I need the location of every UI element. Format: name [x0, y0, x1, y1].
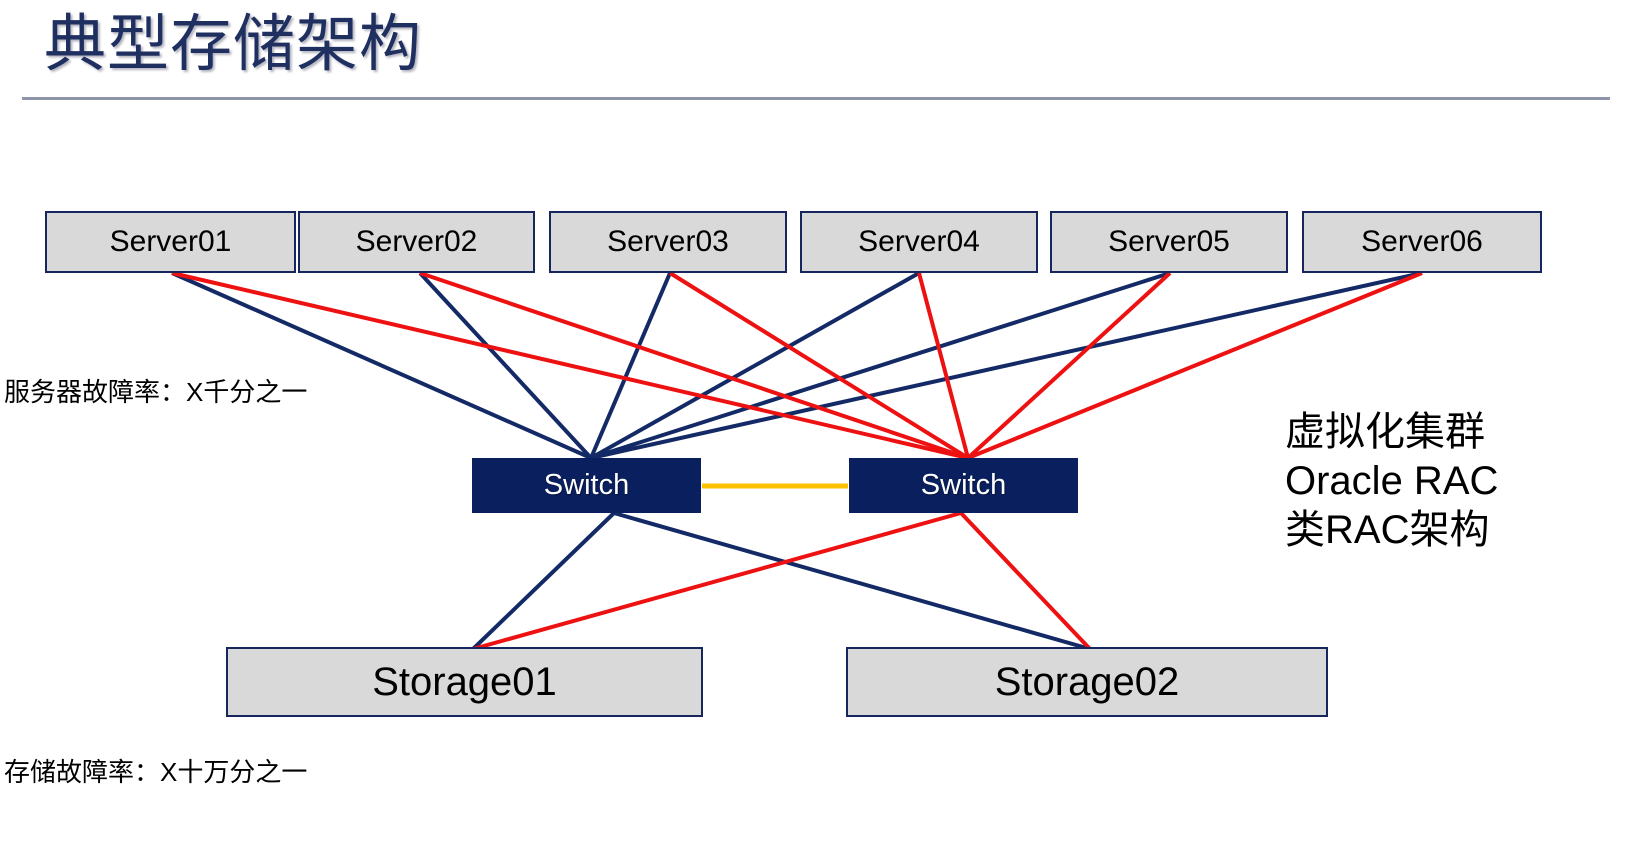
server-box-1[interactable]: Server01 — [45, 211, 296, 273]
server-box-2-label: Server02 — [355, 225, 478, 258]
server-box-2[interactable]: Server02 — [298, 211, 535, 273]
link-server3-switch2 — [668, 271, 970, 460]
switch-box-2[interactable]: Switch — [849, 458, 1078, 513]
link-server4-switch1 — [590, 271, 920, 460]
link-server1-switch2 — [171, 271, 969, 460]
link-server5-switch2 — [966, 271, 1172, 460]
storage-box-1-label: Storage01 — [372, 659, 557, 704]
server-box-5[interactable]: Server05 — [1050, 211, 1288, 273]
switch-box-1-label: Switch — [543, 469, 630, 501]
server-box-5-label: Server05 — [1108, 225, 1230, 258]
link-switch1-storage01 — [471, 511, 616, 651]
cluster-annotation-line-2: Oracle RAC — [1285, 459, 1499, 503]
link-server2-switch2 — [419, 271, 969, 460]
cluster-annotation: 虚拟化集群 Oracle RAC 类RAC架构 — [1285, 408, 1498, 555]
switch-box-1[interactable]: Switch — [472, 458, 701, 513]
storage-box-1[interactable]: Storage01 — [226, 647, 703, 717]
link-switch2-storage02 — [959, 511, 1092, 651]
page-title: 典型存储架构 — [44, 10, 423, 79]
storage-failure-rate-label: 存储故障率：X十万分之一 — [4, 757, 308, 787]
link-server2-switch1 — [418, 271, 593, 460]
link-server1-switch1 — [171, 271, 592, 460]
link-switch1-storage02 — [613, 511, 1091, 651]
storage-box-2[interactable]: Storage02 — [846, 647, 1328, 717]
server-box-6-label: Server06 — [1361, 225, 1483, 258]
cluster-annotation-line-1: 虚拟化集群 — [1285, 410, 1485, 454]
link-switch2-storage01 — [472, 511, 962, 651]
server-box-3-label: Server03 — [607, 225, 729, 258]
server-box-1-label: Server01 — [109, 225, 232, 258]
cluster-annotation-line-3: 类RAC架构 — [1285, 508, 1490, 552]
switch-box-2-label: Switch — [920, 469, 1007, 501]
server-box-4[interactable]: Server04 — [800, 211, 1038, 273]
server-box-3[interactable]: Server03 — [549, 211, 787, 273]
link-server4-switch2 — [917, 272, 970, 459]
link-server3-switch1 — [589, 272, 672, 459]
link-server5-switch1 — [590, 271, 1171, 460]
server-box-6[interactable]: Server06 — [1302, 211, 1542, 273]
storage-box-2-label: Storage02 — [994, 659, 1180, 704]
server-failure-rate-label: 服务器故障率：X千分之一 — [4, 377, 308, 407]
title-divider — [22, 97, 1610, 100]
server-box-4-label: Server04 — [858, 225, 980, 258]
